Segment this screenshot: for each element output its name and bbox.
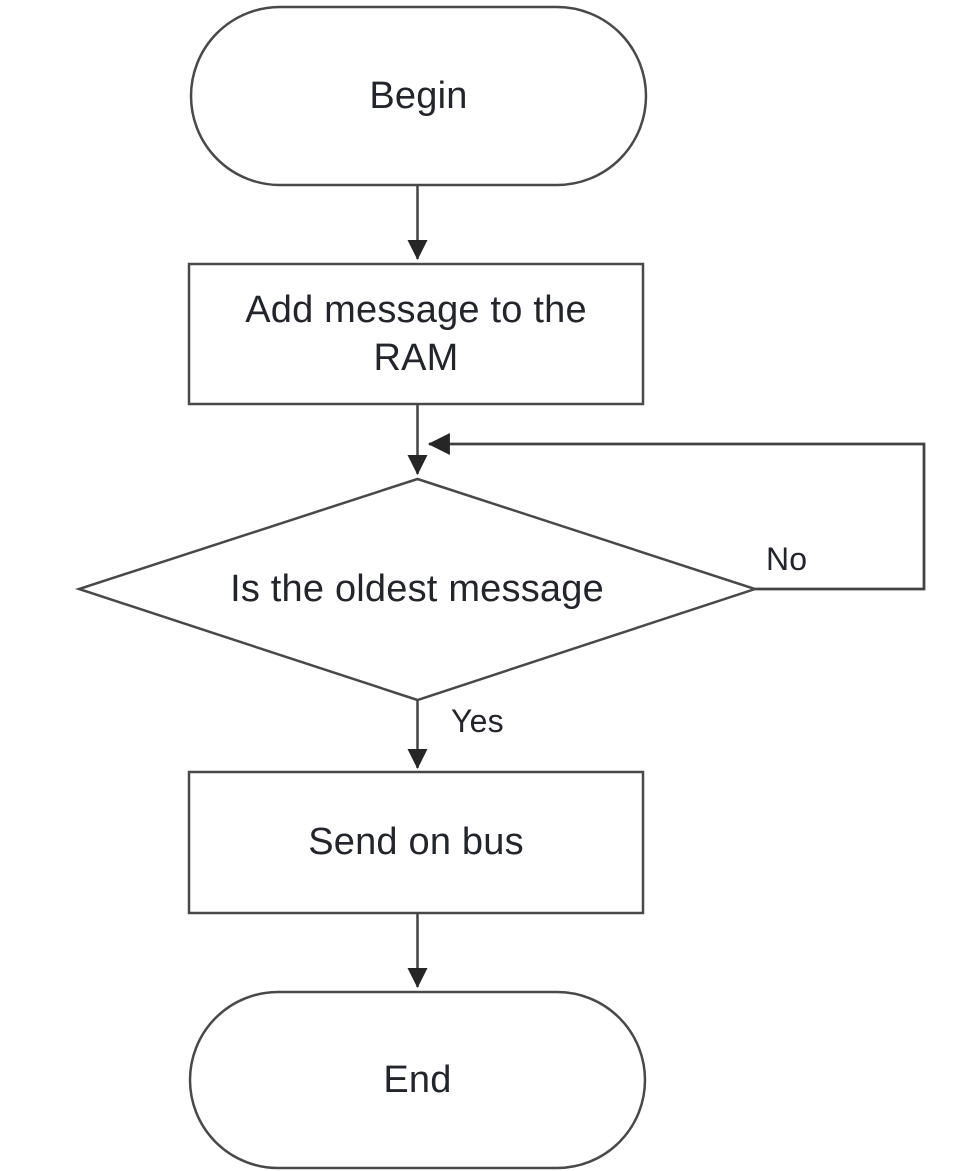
- end-terminator-shape: [188, 990, 647, 1170]
- send-on-bus-process-shape: [187, 770, 645, 915]
- no-loop-connector: [427, 433, 926, 591]
- decision-diamond-shape: [74, 477, 760, 702]
- add-message-process-shape: [187, 262, 645, 406]
- begin-terminator-shape: [189, 5, 648, 187]
